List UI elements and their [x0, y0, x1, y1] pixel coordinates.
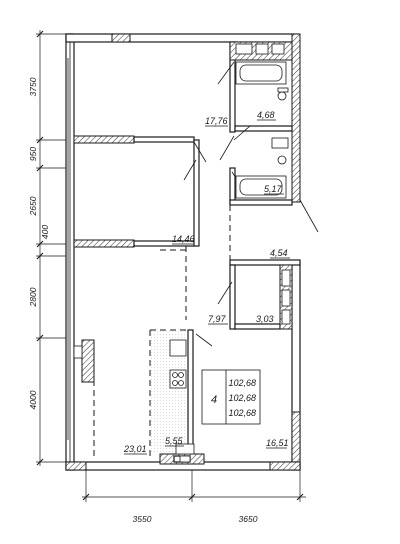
- room-label: 14,46: [172, 234, 195, 245]
- svg-text:4,54: 4,54: [270, 248, 288, 258]
- svg-text:16,51: 16,51: [266, 438, 289, 448]
- rooms-count: 4: [211, 394, 217, 406]
- room-label: 16,51: [266, 438, 289, 449]
- svg-text:17,76: 17,76: [205, 116, 228, 126]
- svg-text:23,01: 23,01: [123, 444, 147, 454]
- fixtures: [73, 43, 291, 463]
- dim-bottom: 3650: [239, 514, 258, 524]
- room-label: 4,54: [270, 248, 290, 259]
- zone-lines: [93, 205, 231, 456]
- svg-text:3,03: 3,03: [256, 314, 274, 324]
- area-reduced: 102,68: [228, 408, 256, 418]
- dim-left: 2800: [28, 287, 38, 307]
- apartment-info-box: 4 102,68 102,68 102,68: [201, 369, 261, 425]
- svg-text:14,46: 14,46: [172, 234, 195, 244]
- area-living: 102,68: [228, 393, 256, 403]
- area-total: 102,68: [228, 378, 256, 388]
- dim-bottom: 3550: [133, 514, 152, 524]
- dim-left: 950: [28, 147, 38, 161]
- dim-left: 4000: [28, 390, 38, 409]
- room-label: 5,55: [165, 436, 184, 447]
- room-labels: 17,76 4,68 5,17 14,46 4,54 7,97 3,03 23: [123, 110, 290, 455]
- svg-text:5,17: 5,17: [264, 184, 283, 194]
- room-label: 4,68: [257, 110, 276, 121]
- dimension-chain-left: 3750 950 2650 400 2800 4000: [28, 30, 66, 466]
- room-label: 17,76: [205, 116, 228, 127]
- dim-left: 400: [40, 225, 50, 239]
- room-label: 23,01: [123, 444, 147, 455]
- room-label: 5,17: [264, 184, 284, 195]
- dim-left: 3750: [28, 77, 38, 96]
- room-label: 7,97: [208, 314, 228, 325]
- svg-text:4,68: 4,68: [257, 110, 275, 120]
- outer-walls: [65, 33, 301, 471]
- doors: [183, 61, 319, 347]
- svg-text:7,97: 7,97: [208, 314, 227, 324]
- room-label: 3,03: [256, 314, 276, 325]
- svg-text:5,55: 5,55: [165, 436, 184, 446]
- dimension-chain-bottom: 3550 3650: [82, 470, 306, 524]
- dim-left: 2650: [28, 196, 38, 216]
